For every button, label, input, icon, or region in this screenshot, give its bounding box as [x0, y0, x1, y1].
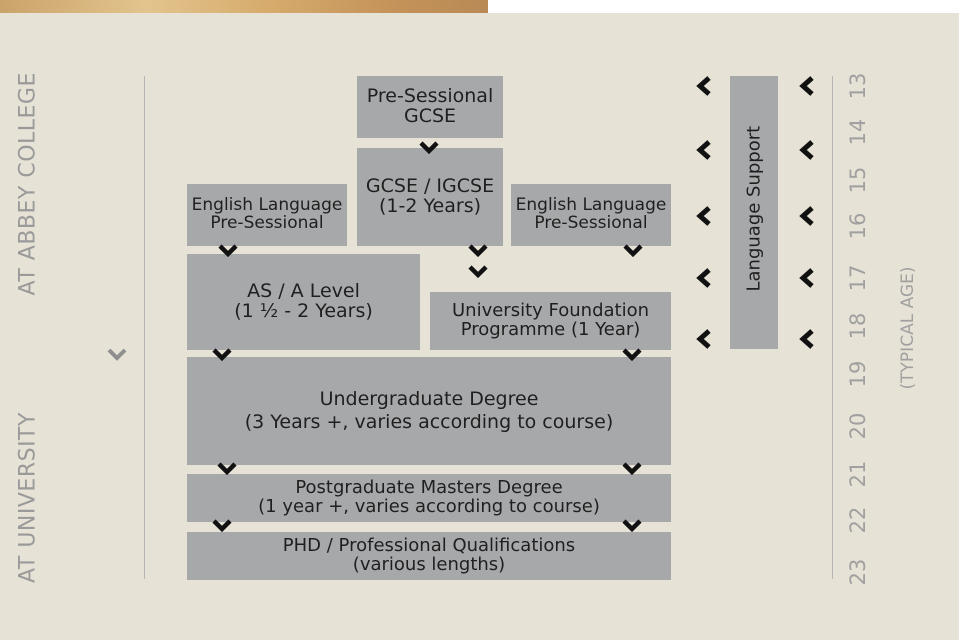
header-band [488, 0, 959, 13]
header-photo-strip [0, 0, 488, 13]
chevron-down-icon [468, 264, 488, 279]
chevron-left-icon [799, 140, 815, 160]
chevron-down-icon [468, 243, 488, 258]
chevron-down-icon [622, 461, 642, 476]
chevron-down-icon [419, 140, 439, 155]
language-support-bar [730, 76, 778, 349]
chevron-down-icon [107, 347, 127, 361]
chevron-left-icon [696, 76, 712, 96]
chevron-left-icon [696, 268, 712, 288]
age-label: 23 [846, 558, 870, 586]
box-line: Pre-Sessional [366, 85, 494, 108]
english-language-pre-sessional-right-box: English Language Pre-Sessional [511, 184, 671, 246]
chevron-down-icon [212, 518, 232, 533]
typical-age-caption: (TYPICAL AGE) [898, 266, 918, 390]
box-line: Undergraduate Degree [319, 388, 539, 411]
age-label: 22 [846, 506, 870, 534]
side-label-college: AT ABBEY COLLEGE [15, 72, 41, 296]
box-line: Programme (1 Year) [460, 319, 641, 340]
undergraduate-degree-box: Undergraduate Degree (3 Years +, varies … [187, 357, 671, 465]
age-label: 17 [846, 264, 870, 292]
side-label-university: AT UNIVERSITY [15, 412, 41, 583]
box-line: Postgraduate Masters Degree [295, 477, 563, 499]
age-label: 15 [846, 166, 870, 194]
chevron-down-icon [622, 518, 642, 533]
chevron-left-icon [799, 76, 815, 96]
age-divider-line [832, 76, 833, 579]
chevron-left-icon [696, 140, 712, 160]
box-line: (1 ½ - 2 Years) [234, 300, 373, 322]
chevron-down-icon [217, 461, 237, 476]
box-line: (1-2 Years) [378, 195, 482, 217]
box-line: Pre-Sessional [210, 213, 324, 233]
pre-sessional-gcse-box: Pre-Sessional GCSE [357, 76, 503, 138]
chevron-left-icon [799, 329, 815, 349]
box-line: English Language [515, 195, 667, 216]
gcse-igcse-box: GCSE / IGCSE (1-2 Years) [357, 148, 503, 246]
box-line: (3 Years +, varies according to course) [244, 411, 614, 433]
age-label: 20 [846, 412, 870, 440]
left-divider-line [144, 76, 145, 579]
box-line: PHD / Professional Qualifications [282, 535, 576, 557]
chevron-down-icon [218, 243, 238, 258]
box-line: (1 year +, varies according to course) [258, 496, 600, 517]
chevron-left-icon [799, 268, 815, 288]
postgraduate-masters-box: Postgraduate Masters Degree (1 year +, v… [187, 474, 671, 522]
age-label: 21 [846, 460, 870, 488]
as-a-level-box: AS / A Level (1 ½ - 2 Years) [187, 254, 420, 350]
chevron-left-icon [696, 206, 712, 226]
age-label: 19 [846, 360, 870, 388]
box-line: AS / A Level [247, 280, 360, 303]
age-label: 16 [846, 212, 870, 240]
chevron-down-icon [622, 347, 642, 362]
box-line: GCSE [403, 105, 457, 127]
english-language-pre-sessional-left-box: English Language Pre-Sessional [187, 184, 347, 246]
language-support-label: Language Support [743, 125, 765, 292]
chevron-down-icon [623, 243, 643, 258]
phd-professional-box: PHD / Professional Qualifications (vario… [187, 532, 671, 580]
age-label: 18 [846, 312, 870, 340]
chevron-left-icon [799, 206, 815, 226]
box-line: GCSE / IGCSE [365, 175, 495, 198]
box-line: English Language [191, 195, 343, 216]
box-line: Pre-Sessional [534, 213, 648, 233]
chevron-left-icon [696, 329, 712, 349]
age-label: 13 [846, 72, 870, 100]
age-label: 14 [846, 118, 870, 146]
university-foundation-box: University Foundation Programme (1 Year) [430, 292, 671, 350]
chevron-down-icon [212, 347, 232, 362]
box-line: (various lengths) [352, 554, 506, 575]
box-line: University Foundation [452, 300, 649, 322]
